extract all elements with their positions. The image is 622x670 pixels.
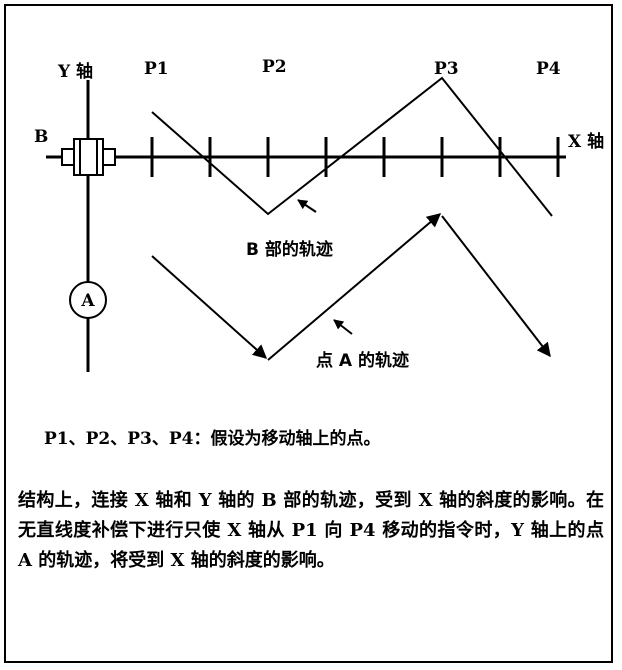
b-joint [61, 138, 116, 176]
b-path-pointer [297, 199, 317, 213]
legend-text: P1、P2、P3、P4：假设为移动轴上的点。 [44, 429, 381, 449]
a-path-caption: 点 A 的轨迹 [316, 350, 409, 371]
b-trajectory [151, 76, 553, 217]
x-axis-label: X 轴 [568, 131, 604, 152]
x-axis-ticks [150, 137, 560, 177]
y-axis-label: Y 轴 [57, 61, 93, 82]
p2-label: P2 [262, 57, 287, 77]
a-path-pointer [333, 319, 353, 335]
axis-diagram: A Y 轴 X 轴 B P1 P2 P3 P4 B 部的轨迹 点 A 的轨迹 [34, 57, 604, 372]
a-trajectory-seg3 [441, 215, 551, 358]
a-trajectory-seg2 [267, 213, 442, 361]
b-label: B [34, 127, 48, 147]
point-a-circle [69, 281, 107, 319]
point-a-label: A [80, 291, 95, 311]
figure-frame [4, 4, 613, 663]
p3-label: P3 [434, 59, 459, 79]
a-trajectory-seg1 [151, 255, 268, 359]
b-path-caption: B 部的轨迹 [246, 239, 333, 260]
p4-label: P4 [536, 59, 561, 79]
p1-label: P1 [144, 59, 169, 79]
description-text: 结构上，连接 X 轴和 Y 轴的 B 部的轨迹，受到 X 轴的斜度的影响。在无直… [18, 490, 604, 571]
